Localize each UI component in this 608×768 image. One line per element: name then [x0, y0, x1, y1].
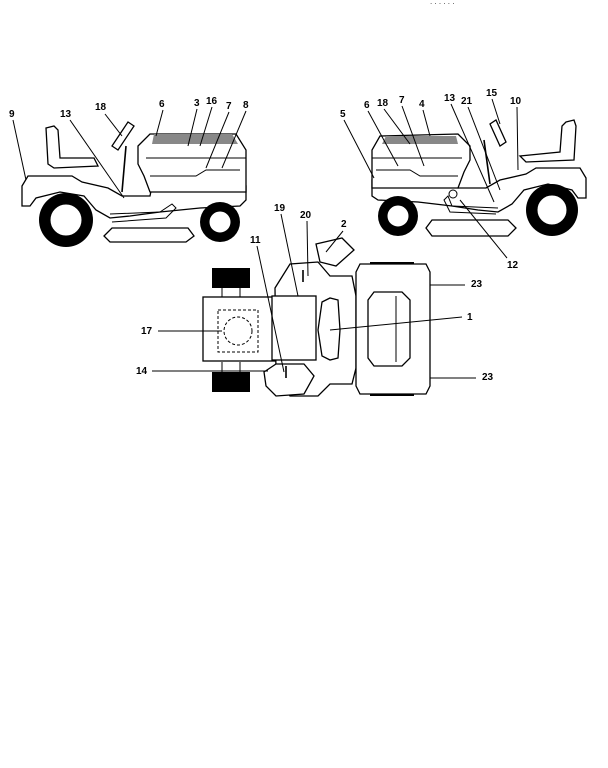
leader-12 — [459, 199, 508, 259]
rear-tire-top-view-lower — [212, 372, 250, 392]
lower-bulge-top-view — [263, 363, 315, 397]
leader-8-left — [221, 110, 247, 169]
leader-2 — [325, 230, 344, 253]
leader-9 — [12, 119, 27, 181]
header-fragment: . . . . . . — [430, 0, 454, 6]
front-hub-left — [208, 210, 232, 234]
leader-18-left — [104, 113, 123, 137]
mower-deck-right — [425, 219, 517, 237]
leader-11 — [256, 245, 285, 373]
callout-19: 19 — [274, 203, 286, 214]
callout-21: 21 — [461, 96, 473, 107]
front-hub-right — [386, 204, 410, 228]
leader-6-left — [155, 109, 164, 137]
tractor-top-view — [202, 237, 431, 397]
callout-16: 16 — [206, 96, 218, 107]
callout-6-right: 6 — [364, 100, 370, 111]
leader-10 — [516, 106, 519, 171]
leader-7-left — [205, 111, 230, 169]
leader-6-right — [367, 110, 399, 167]
leader-16 — [199, 106, 213, 147]
callout-13-right: 13 — [444, 93, 456, 104]
left-tractor-side-view — [21, 121, 247, 247]
callout-6-left: 6 — [159, 99, 165, 110]
console-panel-top-view — [271, 295, 317, 361]
leader-19 — [280, 213, 299, 297]
callout-13-left: 13 — [60, 109, 72, 120]
left-tractor-callouts: 9 13 18 6 3 16 7 8 — [9, 96, 249, 199]
leader-3-left — [187, 108, 198, 147]
leader-21 — [467, 106, 501, 191]
hood-decal-shade-left — [152, 134, 238, 144]
hood-vent-top-view — [367, 291, 411, 367]
leader-7-right — [401, 105, 425, 167]
callout-1: 1 — [467, 312, 473, 323]
lever-knob-right — [448, 189, 458, 199]
decal-2-top-view — [315, 237, 355, 267]
leader-15 — [491, 98, 501, 125]
callout-10: 10 — [510, 96, 522, 107]
mower-deck-left — [103, 227, 195, 243]
right-tractor-callouts: 5 6 18 7 4 13 21 15 10 12 — [340, 88, 522, 271]
rear-hub-right — [536, 194, 568, 226]
callout-11: 11 — [250, 235, 261, 246]
fuel-cap-outline — [223, 316, 253, 346]
leader-13-left — [69, 119, 125, 199]
top-view-callouts: 19 20 2 11 23 1 17 14 23 — [136, 203, 494, 383]
seat-left — [45, 125, 100, 169]
callout-20: 20 — [300, 210, 312, 221]
callout-8-left: 8 — [243, 100, 249, 111]
hood-right — [371, 133, 471, 189]
steering-wheel-top-view — [317, 297, 341, 361]
rear-tire-top-view-upper — [212, 268, 250, 288]
callout-17: 17 — [141, 326, 153, 337]
leader-18-right — [383, 108, 411, 145]
callout-23-bottom: 23 — [482, 372, 494, 383]
hood-side-line-left — [150, 169, 240, 177]
hood-side-line-right — [376, 169, 458, 177]
hood-decal-shade-right — [382, 136, 458, 144]
leader-5 — [343, 119, 375, 179]
callout-23-top: 23 — [471, 279, 483, 290]
steering-column-right — [483, 139, 491, 185]
callout-9: 9 — [9, 109, 15, 120]
callout-2: 2 — [341, 219, 347, 230]
callout-5: 5 — [340, 109, 346, 120]
callout-14: 14 — [136, 366, 148, 377]
foot-panel-right — [443, 195, 499, 215]
callout-7-right: 7 — [399, 95, 405, 106]
foot-panel-left — [109, 203, 177, 223]
seat-right — [518, 119, 577, 163]
callout-3-left: 3 — [194, 98, 200, 109]
steering-wheel-right — [489, 119, 507, 147]
leader-13-right — [450, 103, 495, 203]
leader-1 — [329, 316, 463, 331]
leader-4 — [422, 109, 431, 137]
callout-7-left: 7 — [226, 101, 232, 112]
callout-12: 12 — [507, 260, 519, 271]
callout-18-left: 18 — [95, 102, 107, 113]
callout-4: 4 — [419, 99, 425, 110]
steering-column-left — [121, 145, 127, 193]
callout-18-right: 18 — [377, 98, 389, 109]
rear-deck-top-view — [202, 296, 276, 362]
callout-15: 15 — [486, 88, 498, 99]
rear-hub-left — [49, 203, 83, 237]
right-tractor-side-view — [371, 119, 587, 237]
steering-wheel-left — [111, 121, 135, 151]
leader-20 — [306, 220, 309, 277]
